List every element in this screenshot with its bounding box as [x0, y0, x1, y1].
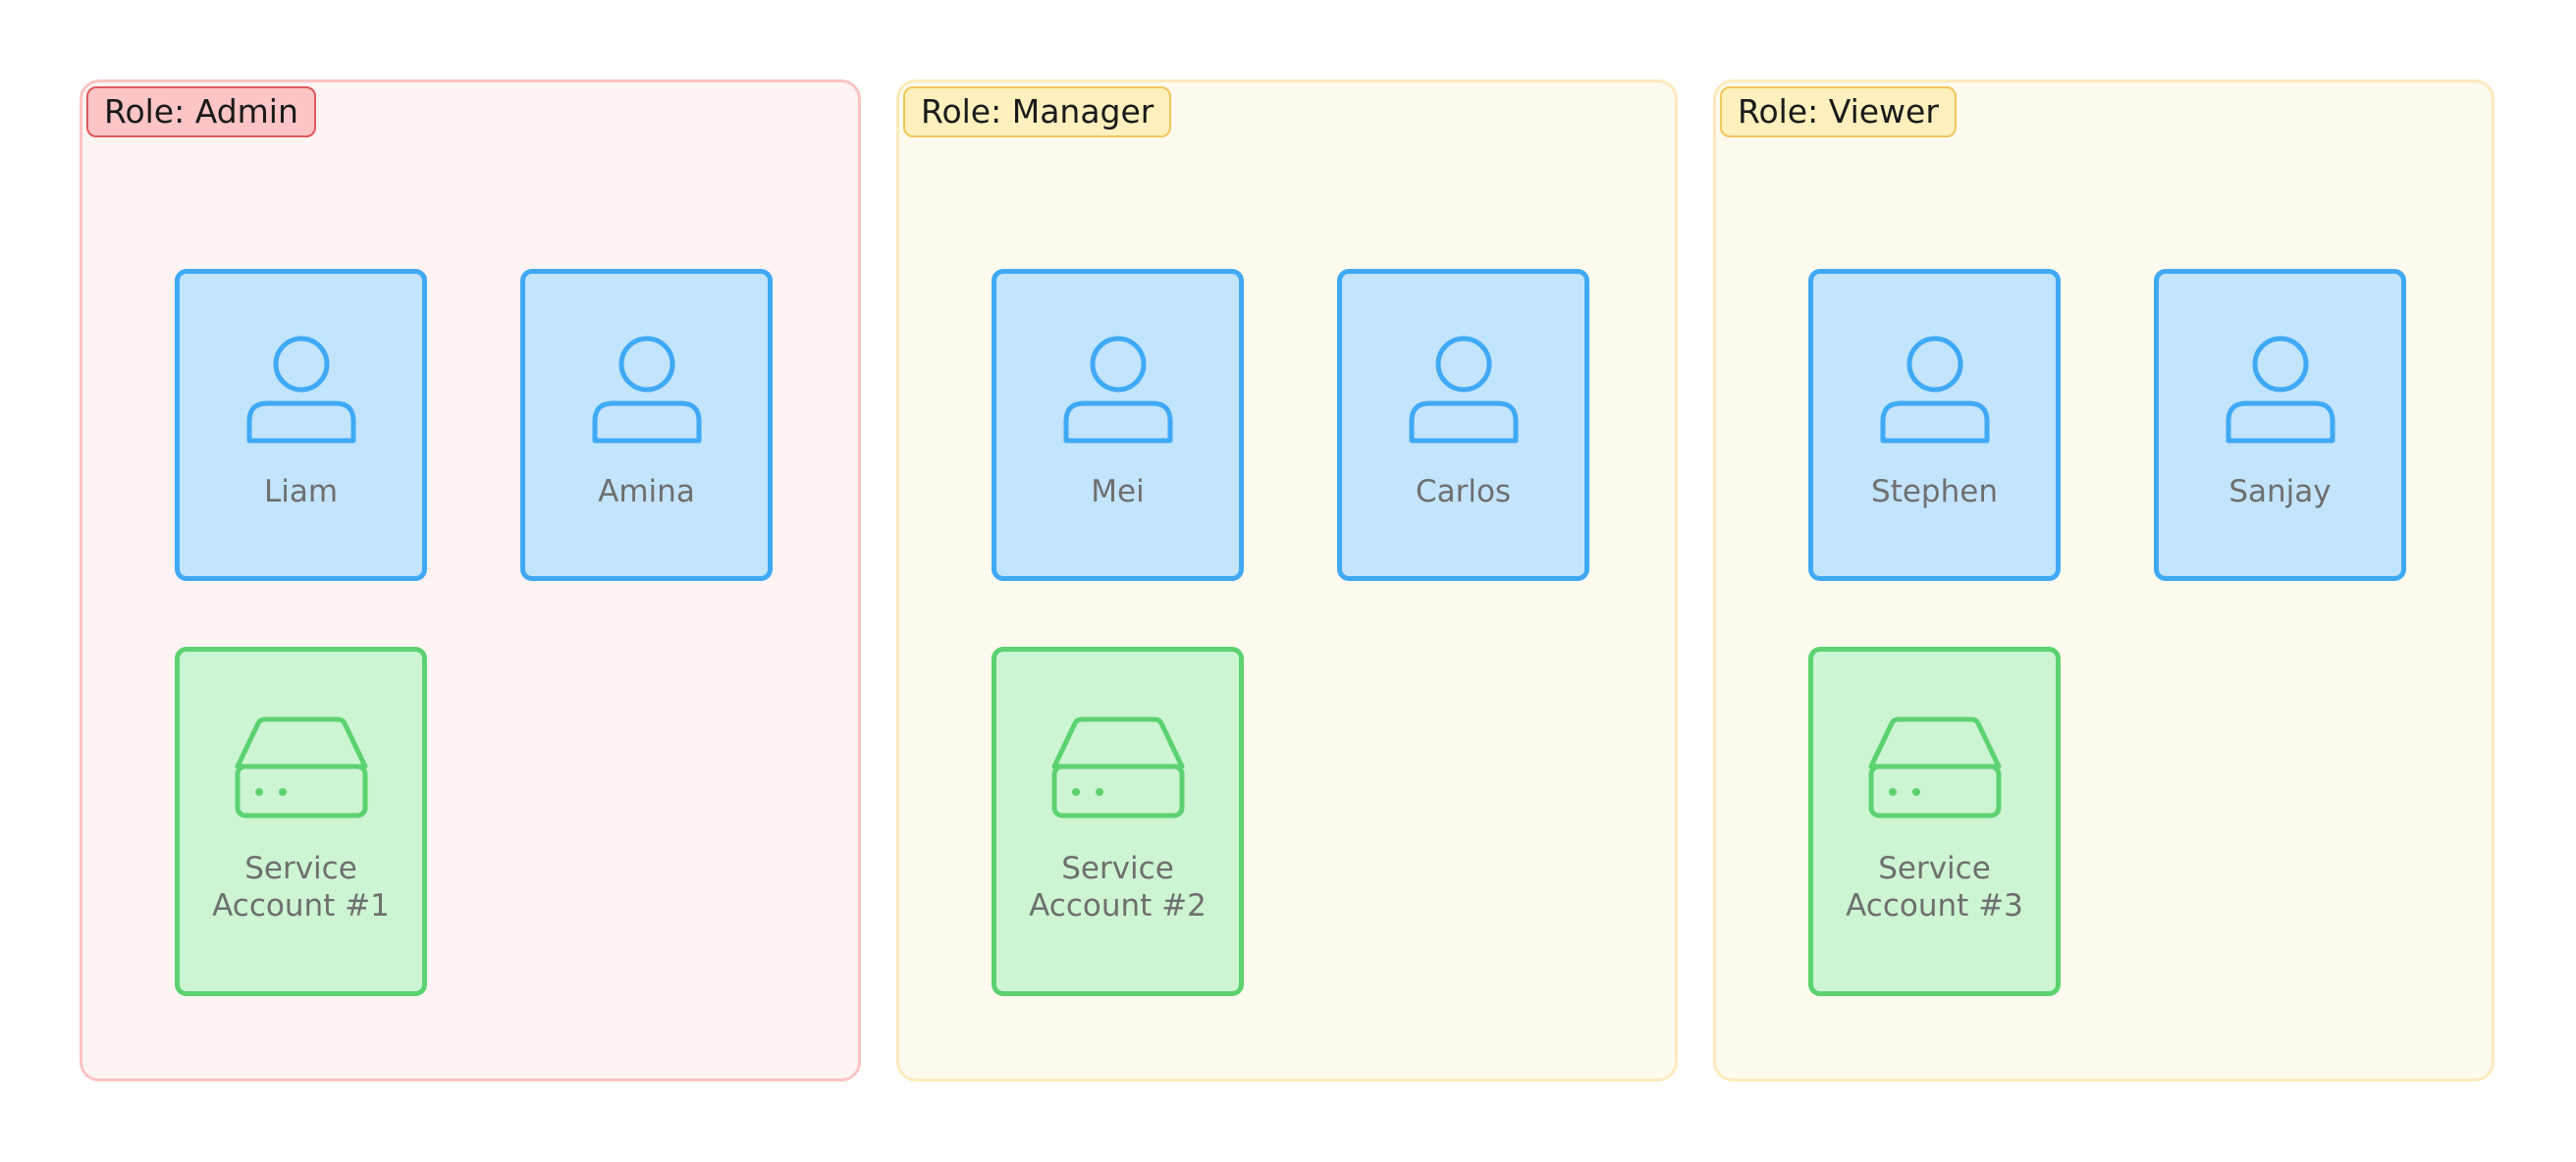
server-icon	[1051, 716, 1184, 819]
user-icon	[1409, 336, 1518, 444]
service-account-label: Service Account #3	[1846, 851, 2023, 924]
user-icon	[246, 336, 355, 444]
user-icon	[1063, 336, 1172, 444]
server-icon	[235, 716, 367, 819]
user-card-amina[interactable]: Amina	[520, 269, 773, 581]
user-name: Stephen	[1871, 474, 1998, 509]
user-name: Sanjay	[2228, 474, 2332, 509]
user-name: Mei	[1091, 474, 1145, 509]
role-group-viewer: Role: Viewer Stephen Sanjay Service Acco…	[1713, 79, 2495, 1082]
user-card-mei[interactable]: Mei	[992, 269, 1244, 581]
user-card-carlos[interactable]: Carlos	[1337, 269, 1589, 581]
service-account-card-2[interactable]: Service Account #2	[992, 647, 1244, 996]
user-name: Liam	[263, 474, 339, 509]
user-card-stephen[interactable]: Stephen	[1808, 269, 2061, 581]
user-icon	[2226, 336, 2334, 444]
service-account-card-1[interactable]: Service Account #1	[175, 647, 427, 996]
user-card-liam[interactable]: Liam	[175, 269, 427, 581]
role-label: Role: Viewer	[1720, 86, 1957, 137]
user-card-sanjay[interactable]: Sanjay	[2154, 269, 2406, 581]
service-account-card-3[interactable]: Service Account #3	[1808, 647, 2061, 996]
user-name: Carlos	[1415, 474, 1512, 509]
service-account-label: Service Account #2	[1029, 851, 1207, 924]
user-name: Amina	[598, 474, 695, 509]
server-icon	[1868, 716, 2001, 819]
service-account-label: Service Account #1	[212, 851, 390, 924]
role-label: Role: Admin	[86, 86, 316, 137]
role-group-manager: Role: Manager Mei Carlos Service Account…	[896, 79, 1678, 1082]
role-group-admin: Role: Admin Liam Amina Service Account #…	[80, 79, 861, 1082]
role-label: Role: Manager	[903, 86, 1172, 137]
user-icon	[592, 336, 701, 444]
user-icon	[1880, 336, 1989, 444]
